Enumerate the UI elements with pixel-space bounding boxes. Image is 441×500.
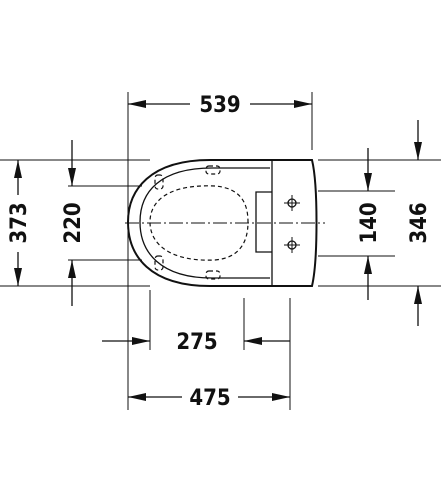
dimension-hinge-height: 140: [357, 148, 382, 300]
dimension-label-inner-height: 220: [61, 202, 86, 243]
dimension-inner-height: 220: [61, 140, 86, 306]
dimension-left-height: 373: [7, 160, 32, 286]
extension-lines: [0, 92, 441, 410]
dimension-label-left-height: 373: [7, 202, 32, 243]
hinge-housing: [255, 159, 318, 287]
dimension-top-width: 539: [128, 93, 312, 118]
dimension-label-hinge-height: 140: [357, 202, 382, 243]
dimension-label-mid-width: 275: [176, 330, 217, 355]
dimension-label-bottom-width: 475: [189, 386, 230, 411]
dimension-label-top-width: 539: [199, 93, 240, 118]
dimension-right-height: 346: [407, 120, 432, 326]
dimension-label-right-height: 346: [407, 202, 432, 243]
dimension-mid-width: 275: [102, 330, 290, 355]
dimension-bottom-width: 475: [128, 386, 290, 411]
